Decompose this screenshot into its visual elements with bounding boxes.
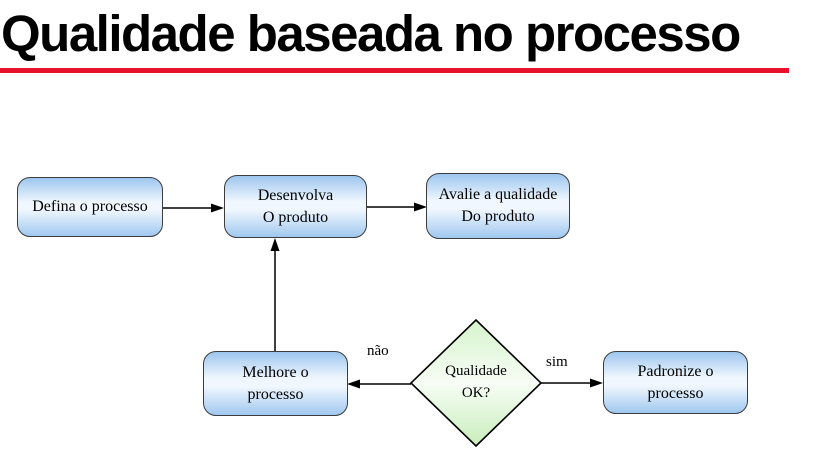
decision-node-label: Qualidade OK? [411, 360, 541, 404]
arrow-decision-to-melhore [347, 379, 411, 389]
arrow-defina-to-desenvolva [163, 203, 224, 213]
node-label-line: Do produto [461, 208, 535, 225]
node-defina-o-processo: Defina o processo [17, 177, 163, 237]
node-label-line: Padronize o [637, 362, 714, 380]
node-label-line: Qualidade [445, 363, 507, 379]
node-label-line: processo [647, 384, 704, 402]
edge-label-sim: sim [546, 354, 568, 370]
arrow-decision-to-padronize [541, 378, 603, 388]
node-label-line: OK? [461, 385, 491, 401]
decision-diamond-shape [409, 318, 543, 448]
node-avalie-a-qualidade: Avalie a qualidade Do produto [426, 173, 570, 239]
node-label-line: processo [247, 385, 304, 403]
node-melhore-o-processo: Melhore o processo [203, 351, 348, 416]
node-desenvolva-o-produto: Desenvolva O produto [224, 175, 367, 238]
node-label-line: Melhore o [242, 363, 309, 381]
arrow-melhore-to-desenvolva [270, 238, 280, 351]
node-label-line: O produto [262, 208, 329, 226]
arrow-desenvolva-to-avalie [367, 202, 427, 212]
node-label-line: Avalie a qualidade [438, 186, 558, 203]
node-label-line: Defina o processo [32, 198, 148, 215]
title-underline-rule [0, 68, 789, 73]
slide-title: Qualidade baseada no processo [1, 5, 741, 62]
node-label-line: Desenvolva [257, 186, 334, 204]
node-padronize-o-processo: Padronize o processo [603, 351, 748, 414]
edge-label-nao: não [367, 343, 389, 359]
